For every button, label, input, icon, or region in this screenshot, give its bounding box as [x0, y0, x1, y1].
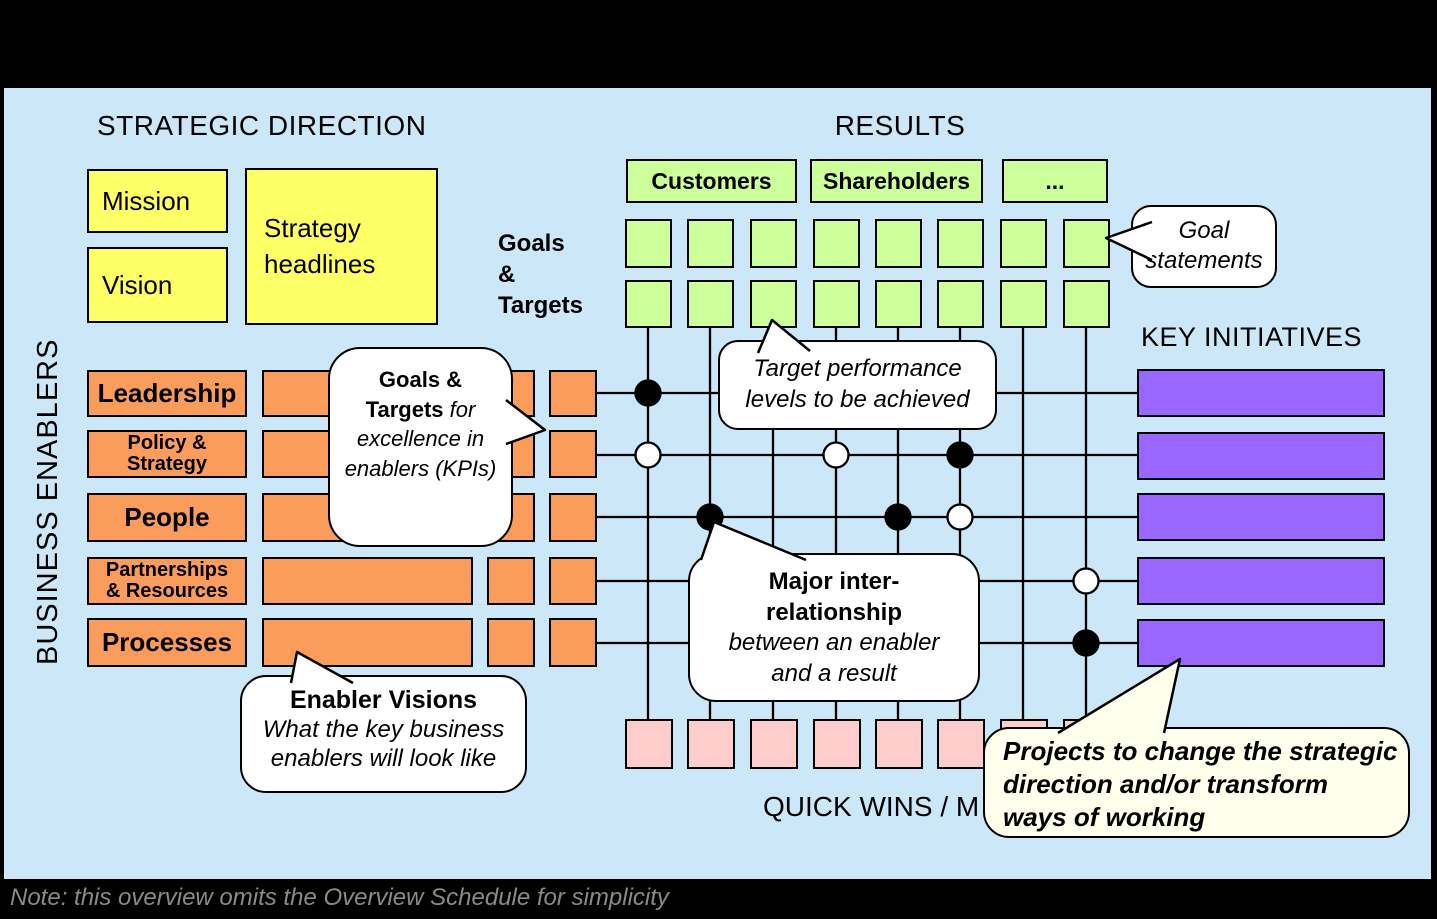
- callout-goal-statements-text: Goal statements: [1145, 217, 1263, 274]
- footnote: Note: this overview omits the Overview S…: [10, 884, 669, 911]
- enabler-kpi-cell: [487, 557, 535, 605]
- enabler-kpi-cell: [549, 430, 597, 478]
- relationship-dot-white: [822, 441, 850, 469]
- callout-major-bold: Major inter-relationship: [765, 568, 903, 626]
- enabler-label-people: People: [87, 493, 247, 542]
- enabler-label-partnerships-resources: Partnerships & Resources: [87, 557, 247, 605]
- goals-targets-line3: Targets: [498, 292, 583, 319]
- goal-target-cell: [687, 280, 734, 328]
- relationship-dot-black: [696, 503, 724, 531]
- relationship-dot-black: [946, 441, 974, 469]
- enabler-label-leadership: Leadership: [87, 370, 247, 417]
- goal-target-cell: [937, 280, 984, 328]
- result-group-shareholders: Shareholders: [810, 159, 983, 203]
- callout-projects: Projects to change the strategic directi…: [983, 727, 1410, 838]
- goal-target-cell: [625, 219, 672, 268]
- goals-targets-label: Goals & Targets: [498, 228, 583, 321]
- relationship-dot-black: [634, 379, 662, 407]
- enabler-kpi-cell: [549, 493, 597, 542]
- quick-win-cell: [625, 719, 673, 769]
- callout-kpi-italic: for excellence in enablers (KPIs): [344, 396, 497, 481]
- quick-win-cell: [875, 719, 923, 769]
- goal-target-cell: [1000, 280, 1047, 328]
- callout-major-interrelationship: Major inter-relationship between an enab…: [688, 553, 980, 702]
- key-initiative-bar: [1137, 493, 1385, 541]
- enabler-kpi-cell: [549, 370, 597, 417]
- enabler-label-policy-strategy: Policy & Strategy: [87, 430, 247, 478]
- relationship-dot-white: [634, 441, 662, 469]
- callout-projects-text: Projects to change the strategic directi…: [1003, 736, 1398, 832]
- goal-target-cell: [875, 219, 922, 268]
- result-group-other: ...: [1002, 159, 1108, 203]
- section-title-quick-wins: QUICK WINS / M: [763, 791, 980, 822]
- goals-targets-line1: Goals: [498, 230, 565, 257]
- enabler-kpi-cell: [549, 557, 597, 605]
- strategy-headlines-box: Strategy headlines: [245, 168, 438, 325]
- goal-target-cell: [1000, 219, 1047, 268]
- key-initiative-bar: [1137, 369, 1385, 417]
- callout-enabler-visions-bold: Enabler Visions: [289, 686, 478, 714]
- goal-target-cell: [813, 280, 860, 328]
- section-title-key-initiatives: KEY INITIATIVES: [1141, 322, 1363, 352]
- callout-goal-statements: Goal statements: [1131, 205, 1277, 288]
- relationship-dot-white: [946, 503, 974, 531]
- callout-enabler-visions-italic: What the key business enablers will look…: [262, 716, 505, 772]
- callout-enabler-visions: Enabler Visions What the key business en…: [240, 675, 527, 793]
- callout-major-italic: between an enabler and a result: [728, 629, 940, 687]
- goal-target-cell: [813, 219, 860, 268]
- key-initiative-bar: [1137, 557, 1385, 605]
- relationship-dot-black: [1072, 629, 1100, 657]
- vision-box: Vision: [87, 247, 228, 323]
- key-initiative-bar: [1137, 432, 1385, 480]
- goal-target-cell: [1063, 280, 1110, 328]
- goal-target-cell: [625, 280, 672, 328]
- goal-target-cell: [937, 219, 984, 268]
- result-group-customers: Customers: [626, 159, 797, 203]
- relationship-dot-black: [884, 503, 912, 531]
- enabler-vision-box: [262, 557, 473, 605]
- mission-box: Mission: [87, 169, 228, 233]
- callout-target-performance: Target performance levels to be achieved: [718, 340, 997, 430]
- callout-kpi: Goals & Targets for excellence in enable…: [328, 347, 513, 547]
- goal-target-cell: [875, 280, 922, 328]
- goals-targets-line2: &: [498, 261, 516, 288]
- enabler-kpi-cell: [549, 618, 597, 667]
- section-title-strategic-direction: STRATEGIC DIRECTION: [97, 110, 427, 141]
- enabler-label-processes: Processes: [87, 618, 247, 667]
- goal-target-cell: [687, 219, 734, 268]
- quick-win-cell: [813, 719, 861, 769]
- goal-target-cell: [750, 219, 797, 268]
- section-title-results: RESULTS: [834, 110, 966, 141]
- relationship-dot-white: [1072, 567, 1100, 595]
- callout-target-performance-text: Target performance levels to be achieved: [745, 355, 970, 413]
- enabler-kpi-cell: [487, 618, 535, 667]
- callout-kpi-bold: Goals & Targets: [365, 367, 463, 422]
- quick-win-cell: [750, 719, 798, 769]
- quick-win-cell: [687, 719, 735, 769]
